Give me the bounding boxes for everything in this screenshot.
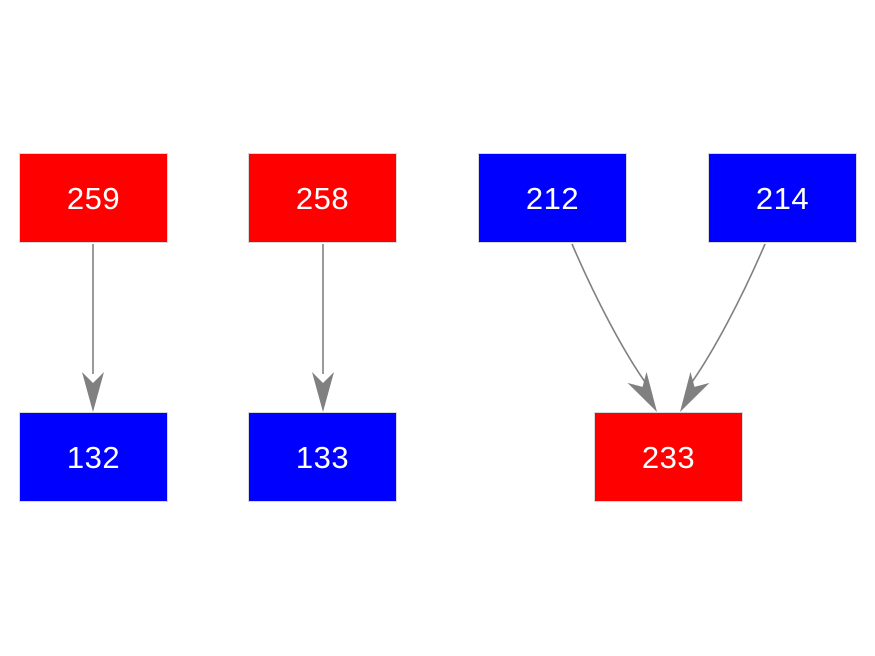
node-label: 259 — [66, 180, 121, 216]
edge-line — [571, 243, 646, 383]
graph-node-233[interactable]: 233 — [594, 412, 743, 502]
node-label: 133 — [295, 439, 350, 475]
node-label: 212 — [525, 180, 580, 216]
node-label: 132 — [66, 439, 121, 475]
edge-arrowhead-icon — [82, 372, 104, 412]
graph-node-259[interactable]: 259 — [19, 153, 168, 243]
node-label: 258 — [295, 180, 350, 216]
graph-node-133[interactable]: 133 — [248, 412, 397, 502]
edge-arrowhead-icon — [680, 371, 710, 412]
graph-node-132[interactable]: 132 — [19, 412, 168, 502]
graph-node-258[interactable]: 258 — [248, 153, 397, 243]
node-label: 233 — [641, 439, 696, 475]
edge-arrowhead-icon — [627, 371, 657, 412]
edge-group — [82, 243, 766, 412]
graph-node-214[interactable]: 214 — [708, 153, 857, 243]
node-label: 214 — [755, 180, 810, 216]
edge-arrowhead-icon — [312, 372, 334, 412]
graph-node-212[interactable]: 212 — [478, 153, 627, 243]
edge-line — [691, 243, 766, 383]
